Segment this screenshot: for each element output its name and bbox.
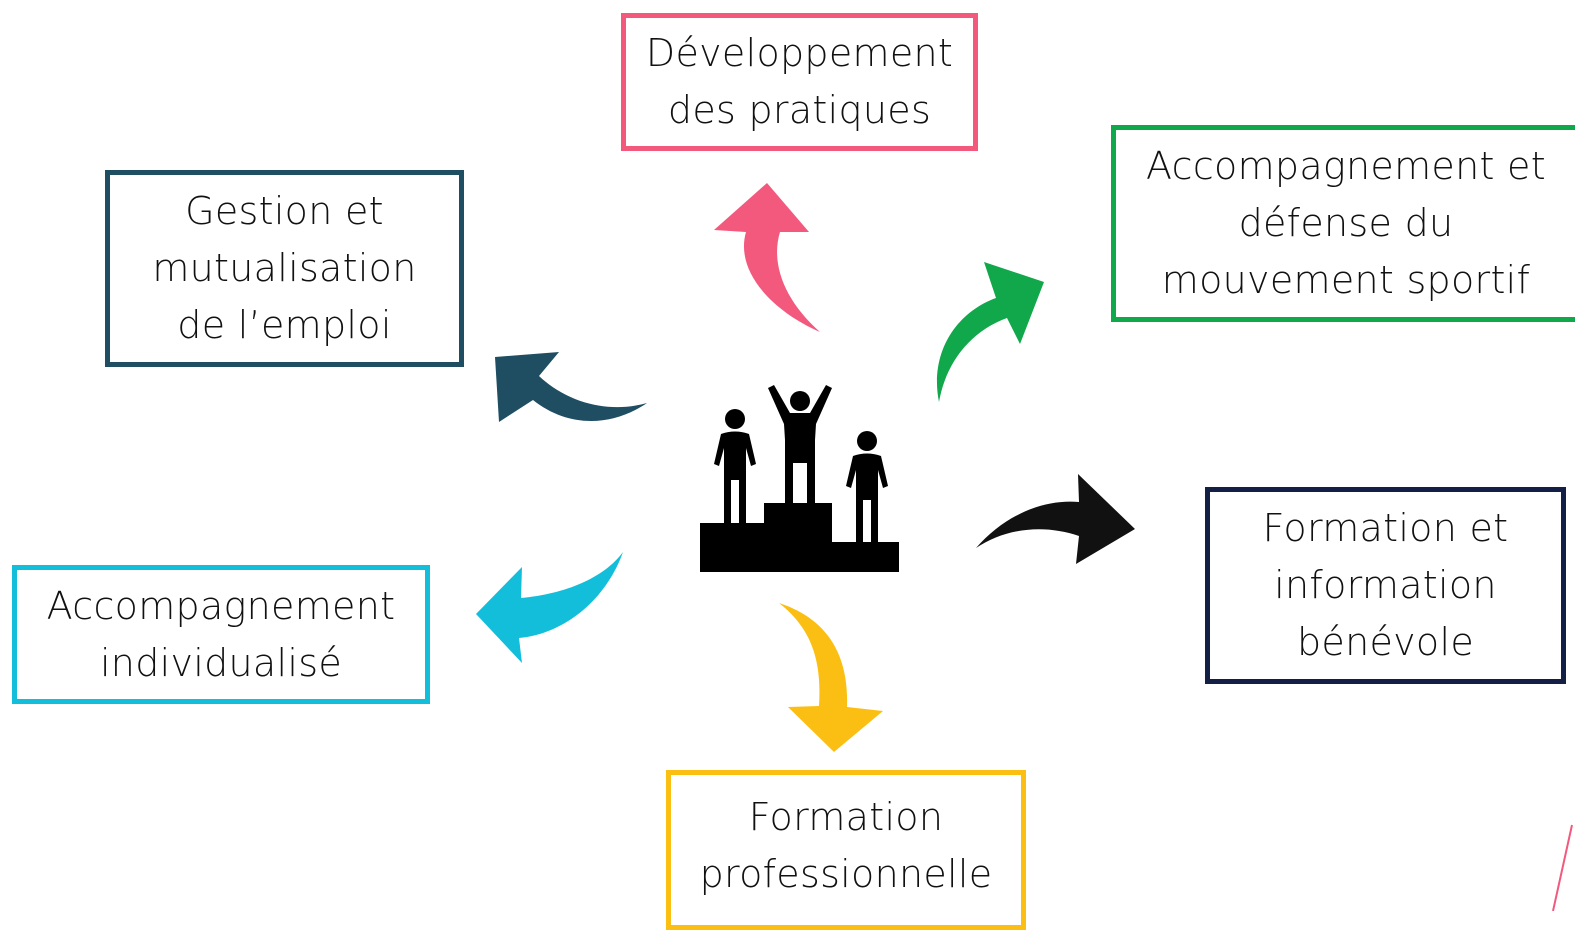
box-accompagnement-defense-mouvement-sportif: Accompagnement et défense du mouvement s… bbox=[1111, 125, 1575, 322]
box-developpement-des-pratiques: Développement des pratiques bbox=[621, 13, 978, 151]
black-curved-arrow-icon bbox=[976, 474, 1135, 564]
label-gestion-mutualisation-emploi: Gestion et mutualisation de l’emploi bbox=[152, 189, 417, 347]
box-accompagnement-individualise: Accompagnement individualisé bbox=[12, 565, 430, 704]
yellow-curved-arrow-icon bbox=[779, 603, 883, 752]
label-accompagnement-individualise: Accompagnement individualisé bbox=[46, 583, 396, 685]
pink-curved-arrow-icon bbox=[714, 183, 820, 332]
label-formation-information-benevole: Formation et information bénévole bbox=[1262, 506, 1509, 664]
label-developpement-des-pratiques: Développement des pratiques bbox=[645, 31, 954, 132]
label-formation-professionnelle: Formation professionnelle bbox=[699, 795, 993, 896]
cyan-curved-arrow-icon bbox=[476, 552, 623, 663]
green-curved-arrow-icon bbox=[936, 262, 1044, 402]
box-gestion-mutualisation-emploi: Gestion et mutualisation de l’emploi bbox=[105, 170, 464, 367]
box-formation-professionnelle: Formation professionnelle bbox=[666, 770, 1026, 930]
dark-teal-curved-arrow-icon bbox=[495, 352, 647, 422]
podium-icon bbox=[700, 385, 899, 572]
label-accompagnement-defense-mouvement-sportif: Accompagnement et défense du mouvement s… bbox=[1146, 144, 1546, 302]
pink-decorative-line bbox=[1552, 824, 1573, 911]
box-formation-information-benevole: Formation et information bénévole bbox=[1205, 487, 1566, 684]
